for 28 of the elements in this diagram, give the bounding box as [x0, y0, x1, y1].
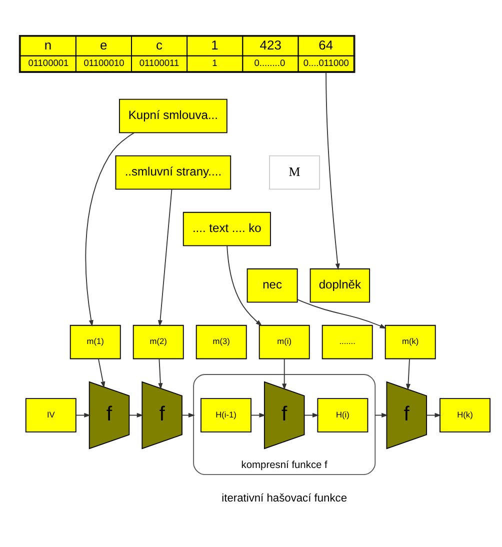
node-box: m(2)	[132, 324, 184, 360]
arrow	[406, 358, 410, 390]
arrow	[98, 358, 106, 388]
label: iterativní hašovací funkce	[222, 492, 348, 504]
node-box: .... text .... ko	[182, 212, 271, 246]
arrow	[85, 132, 135, 327]
node-box: IV	[25, 398, 76, 432]
node-box: m(i)	[258, 324, 310, 360]
arrow	[282, 358, 287, 390]
node-box: doplněk	[310, 268, 370, 303]
node-box: f	[386, 381, 428, 450]
arrow	[158, 188, 172, 327]
arrow	[158, 358, 163, 390]
label: M	[288, 164, 300, 179]
node-box: m(1)	[70, 324, 121, 360]
arrow	[226, 245, 262, 326]
node-box: H(i)	[317, 398, 368, 432]
node-box: m(3)	[196, 324, 247, 360]
node-box: nec	[246, 268, 298, 303]
node-box: H(k)	[440, 398, 490, 432]
node-box: ..smluvní strany....	[115, 155, 232, 190]
node-box: Kupní smlouva...	[118, 98, 228, 134]
node-box: f	[264, 381, 305, 450]
arrow	[326, 72, 340, 270]
node-box: H(i-1)	[200, 398, 252, 432]
node-box: m(k)	[384, 324, 436, 360]
node-box: .......	[322, 324, 373, 360]
arrow	[297, 299, 386, 329]
